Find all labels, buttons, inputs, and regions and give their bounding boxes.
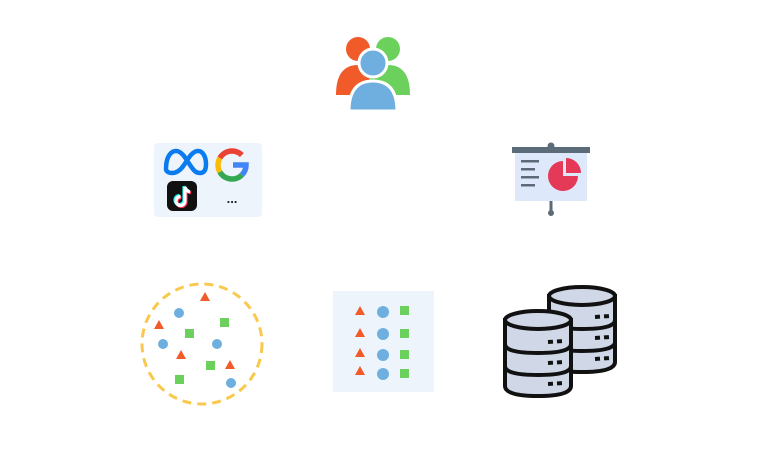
mixed-data-cluster-icon (140, 282, 264, 406)
meta-logo-icon (163, 148, 209, 176)
triangle-column (355, 306, 365, 375)
user-center-head (357, 47, 389, 79)
google-logo-icon (215, 148, 249, 182)
database-stack-icon (503, 285, 617, 399)
pie-chart-icon (548, 158, 581, 191)
cluster-boundary (140, 282, 264, 406)
board-top-bar (512, 147, 590, 153)
tiktok-logo-icon (167, 181, 197, 211)
users-group-icon (336, 37, 410, 113)
presentation-board-pie-chart-icon (512, 142, 590, 216)
platforms-panel: ... (154, 143, 262, 217)
more-platforms-label: ... (226, 191, 238, 206)
circle-column (377, 306, 389, 380)
user-center-body (347, 79, 399, 113)
sorted-data-table-icon (333, 291, 434, 392)
platform-logos (163, 148, 249, 211)
square-column (400, 306, 409, 378)
database-front (503, 309, 573, 399)
